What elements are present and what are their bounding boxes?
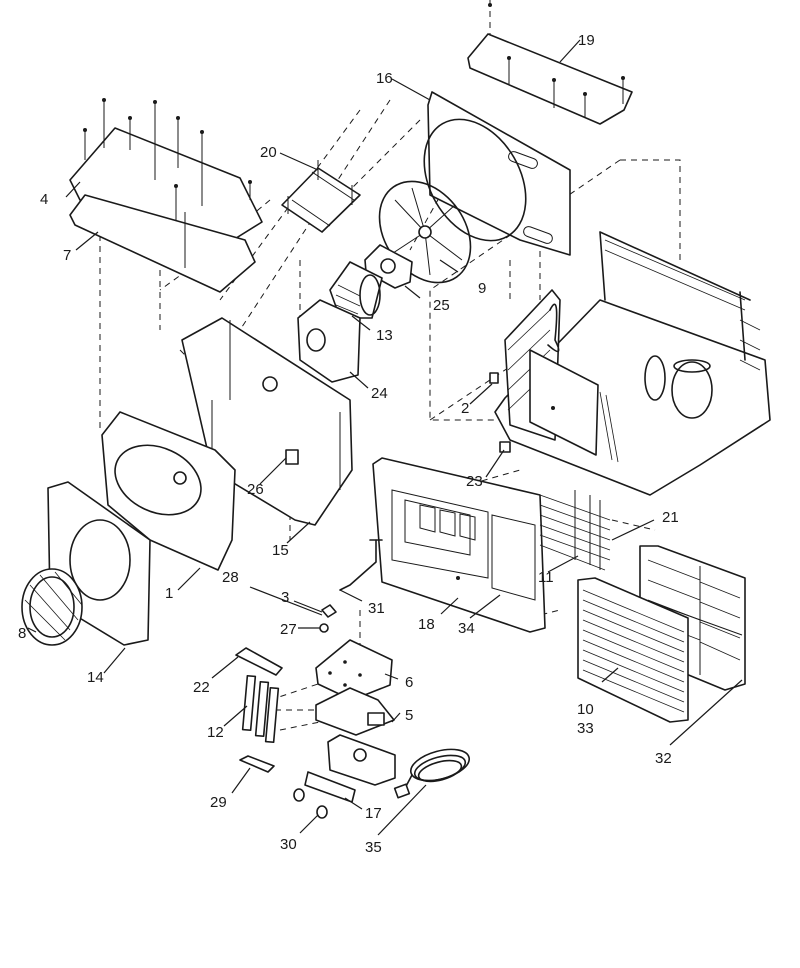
label-part-6: 6 (405, 674, 413, 691)
label-part-18: 18 (418, 616, 435, 633)
label-part-32: 32 (655, 750, 672, 767)
knobs-part-30 (293, 788, 328, 819)
scroll-housing-part-1 (101, 411, 236, 571)
mount-bracket-part-22 (235, 647, 283, 676)
label-part-2: 2 (461, 400, 469, 417)
fastener-part-3 (321, 604, 337, 618)
power-cord-part-35 (393, 748, 471, 799)
blower-wheel-part-8 (21, 568, 83, 646)
chassis-assembly (494, 231, 771, 496)
label-part-17: 17 (365, 805, 382, 822)
wire-part-31 (339, 539, 383, 591)
label-part-33: 33 (577, 720, 594, 737)
label-part-35: 35 (365, 839, 382, 856)
control-board-part-5 (315, 687, 395, 736)
label-part-29: 29 (210, 794, 227, 811)
label-part-5: 5 (405, 707, 413, 724)
label-part-12: 12 (207, 724, 224, 741)
label-part-1: 1 (165, 585, 173, 602)
clip-part-2 (489, 372, 499, 384)
label-part-14: 14 (87, 669, 104, 686)
label-part-16: 16 (376, 70, 393, 87)
louvers-part-11 (539, 490, 611, 571)
label-part-20: 20 (260, 144, 277, 161)
bottom-bracket-part-29 (239, 755, 275, 773)
label-part-4: 4 (40, 191, 48, 208)
grille-part-10-33 (577, 577, 689, 723)
label-part-13: 13 (376, 327, 393, 344)
relays-part-12 (241, 674, 280, 744)
label-part-22: 22 (193, 679, 210, 696)
control-board-part-6 (315, 639, 393, 701)
label-part-3: 3 (281, 589, 289, 606)
motor-housing-part-24 (297, 299, 361, 383)
label-part-15: 15 (272, 542, 289, 559)
label-part-25: 25 (433, 297, 450, 314)
label-part-26: 26 (247, 481, 264, 498)
top-panel-part-7 (69, 194, 256, 293)
label-part-24: 24 (371, 385, 388, 402)
fastener-part-27 (319, 623, 329, 633)
label-part-11: 11 (538, 569, 554, 586)
part-labels: 19 16 20 4 7 9 25 13 24 2 26 23 21 15 11… (18, 32, 679, 856)
label-part-8: 8 (18, 625, 26, 642)
front-frame-part-18 (372, 457, 546, 633)
clip-part-26 (285, 449, 299, 465)
label-part-19: 19 (578, 32, 595, 49)
clip-part-23 (499, 441, 511, 453)
label-part-9: 9 (478, 280, 486, 297)
control-module-part-17 (304, 734, 396, 803)
label-part-23: 23 (466, 473, 483, 490)
fan-shroud-part-16 (423, 91, 571, 256)
bracket-part-20 (281, 160, 361, 233)
label-part-7: 7 (63, 247, 71, 264)
label-part-30: 30 (280, 836, 297, 853)
label-part-28: 28 (222, 569, 239, 586)
top-cover-part-19 (467, 3, 633, 125)
label-part-21: 21 (662, 509, 679, 526)
label-part-10: 10 (577, 701, 594, 718)
label-part-27: 27 (280, 621, 297, 638)
leader-lines (27, 39, 743, 836)
top-panel-part-4 (69, 98, 263, 246)
label-part-34: 34 (458, 620, 475, 637)
label-part-31: 31 (368, 600, 385, 617)
vane-part-21 (611, 519, 656, 531)
